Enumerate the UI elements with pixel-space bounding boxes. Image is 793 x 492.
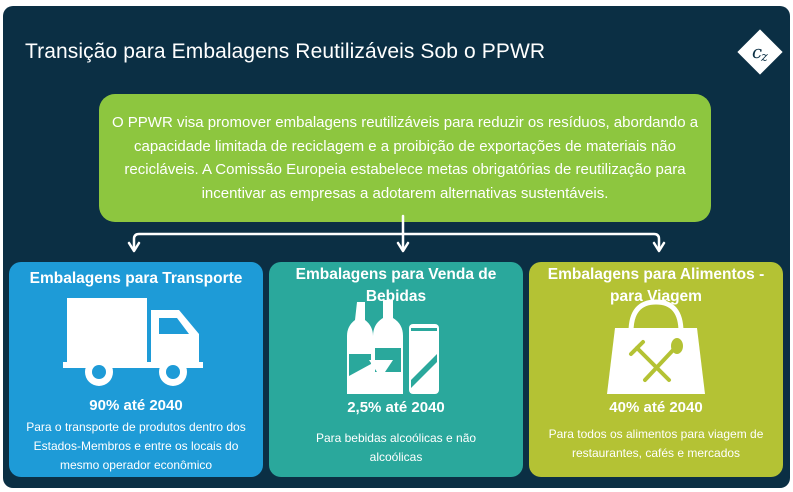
card-drinks: Embalagens para Venda de Bebidas 2,5% at…: [269, 262, 523, 477]
card-description: Para o transporte de produtos dentro dos…: [26, 420, 246, 472]
card-description: Para todos os alimentos para viagem de r…: [548, 427, 764, 460]
card-stat: 40% até 2040: [609, 399, 703, 416]
card-stat: 2,5% até 2040: [347, 399, 445, 416]
intro-box: O PPWR visa promover embalagens reutiliz…: [99, 94, 711, 222]
card-title: Embalagens para Venda de Bebidas: [295, 266, 497, 305]
card-title: Embalagens para Alimentos - para Viagem: [547, 266, 765, 305]
cz-logo-icon: c z: [736, 28, 784, 76]
svg-text:z: z: [760, 50, 768, 65]
takeaway-bag-icon: [607, 299, 705, 394]
intro-text: O PPWR visa promover embalagens reutiliz…: [111, 114, 699, 202]
card-description: Para bebidas alcoólicas e não alcoólicas: [315, 431, 477, 464]
card-title: Embalagens para Transporte: [29, 270, 243, 287]
truck-icon: [63, 298, 203, 386]
connector-arrows: [127, 214, 666, 253]
card-food: Embalagens para Alimentos - para Viagem …: [529, 262, 783, 477]
card-transport: Embalagens para Transporte 90% até 2040 …: [9, 262, 263, 477]
svg-text:c: c: [752, 42, 762, 63]
bottles-icon: [347, 300, 439, 394]
page-title: Transição para Embalagens Reutilizáveis …: [25, 40, 546, 63]
card-stat: 90% até 2040: [89, 397, 183, 414]
